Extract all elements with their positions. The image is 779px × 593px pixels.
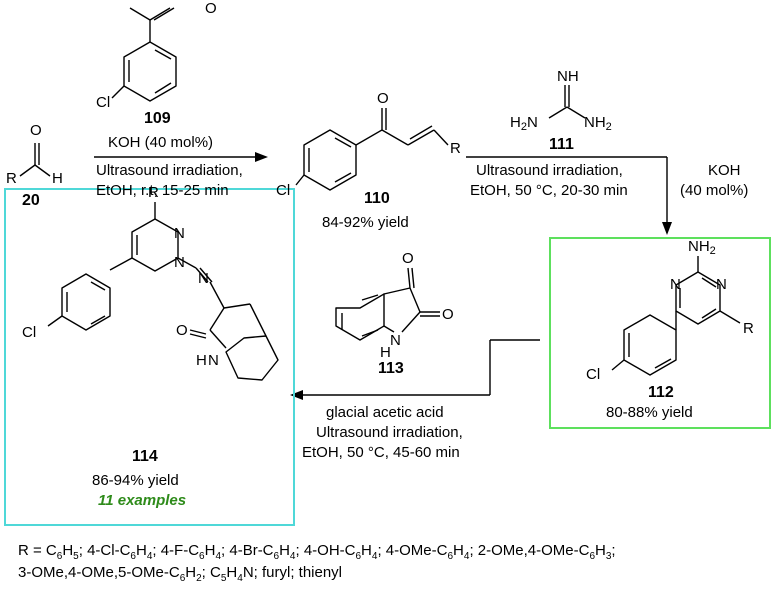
step2-line2: EtOH, 50 °C, 20-30 min [470,182,628,199]
c110-yield: 84-92% yield [322,214,409,231]
compound-110-structure [295,108,449,191]
step3-line1: glacial acetic acid [326,404,444,421]
product-114-box [4,188,295,526]
step1-line1: KOH (40 mol%) [108,134,214,151]
step2-base1: KOH [708,162,741,179]
c112-cl: Cl [586,366,601,383]
c111-number: 111 [549,136,574,153]
c113-number: 113 [378,360,404,377]
arrows [94,156,668,396]
c111-left-nh2: H2N [510,114,538,133]
c20-h: H [52,170,63,187]
compound-113-structure [335,267,440,341]
c114-n2: N [174,254,185,271]
c113-nh: N [390,332,401,349]
c112-r: R [743,320,754,337]
c110-number: 110 [364,190,390,207]
c20-r: R [6,170,17,187]
c114-examples: 11 examples [98,492,187,509]
c114-o: O [176,322,188,339]
step1-line3: EtOH, r.t, 15-25 min [96,182,229,199]
c114-nh-h: H [196,352,207,369]
c114-cl: Cl [22,324,37,341]
step2-line1: Ultrasound irradiation, [476,162,623,179]
step1-line2: Ultrasound irradiation, [96,162,243,179]
product-112-box [549,237,771,429]
c112-n1: N [670,276,681,293]
c114-n3: N [198,270,209,287]
step3-line2: Ultrasound irradiation, [316,424,463,441]
c110-r: R [450,140,461,157]
footnote-line2: 3-OMe,4-OMe,5-OMe-C6H2; C5H4N; furyl; th… [18,564,343,584]
c113-h: H [380,344,391,361]
c109-number: 109 [144,110,171,127]
c111-right-nh2: NH2 [584,114,612,133]
c20-o: O [30,122,42,139]
compound-20-structure [19,143,51,177]
c113-o2: O [442,306,454,323]
c112-number: 112 [648,384,674,401]
c110-cl: Cl [276,182,291,199]
c114-nh-n: N [208,352,219,369]
c114-number: 114 [132,448,158,465]
compound-112-structure [611,256,741,376]
c112-nh2: NH2 [688,238,716,257]
c111-nh: NH [557,68,579,85]
c112-yield: 80-88% yield [606,404,693,421]
c114-yield: 86-94% yield [92,472,179,489]
c20-number: 20 [22,192,40,209]
c109-cl: Cl [96,94,111,111]
c109-o: O [205,0,217,17]
c112-n2: N [716,276,727,293]
c113-o1: O [402,250,414,267]
c114-n1: N [174,225,185,242]
step2-base2: (40 mol%) [680,182,749,199]
c110-o: O [377,90,389,107]
c114-r: R [148,184,159,201]
compound-111-structure [548,85,586,119]
compound-109-structure [111,7,177,102]
compound-114-structure [47,202,279,381]
footnote-line1: R = C6H5; 4-Cl-C6H4; 4-F-C6H4; 4-Br-C6H4… [18,542,616,562]
step3-line3: EtOH, 50 °C, 45-60 min [302,444,460,461]
